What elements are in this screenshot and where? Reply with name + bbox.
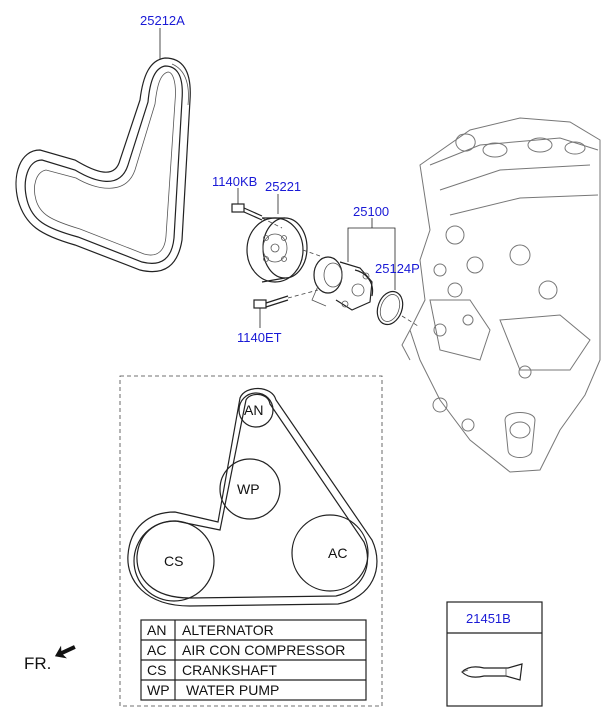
water-pump-drawing[interactable] — [311, 256, 374, 311]
bolt-upper-drawing[interactable] — [231, 203, 263, 221]
crankshaft-pulley[interactable]: CS — [133, 520, 215, 602]
legend-name: CRANKSHAFT — [182, 662, 277, 678]
ac-compressor-pulley[interactable]: AC — [291, 514, 369, 592]
alternator-pulley-label: AN — [244, 402, 263, 418]
belt-layout-box — [119, 375, 383, 707]
belt-part-number[interactable]: 25212A — [140, 13, 185, 28]
water-pump-pulley[interactable]: WP — [219, 458, 281, 520]
engine-block-drawing — [401, 117, 601, 473]
bolt-lower-dash — [287, 289, 319, 299]
front-direction-label: FR. — [24, 654, 51, 673]
front-direction-indicator: FR. — [24, 645, 76, 673]
pulley-drawing[interactable] — [246, 217, 308, 283]
bolt-upper-part-number[interactable]: 1140KB — [212, 174, 257, 189]
gasket-drawing[interactable] — [373, 288, 407, 328]
bolt-lower-drawing[interactable] — [253, 295, 289, 309]
pulley-part-number[interactable]: 25221 — [265, 179, 301, 194]
legend-code: WP — [147, 682, 170, 698]
gasket-part-number[interactable]: 25124P — [375, 261, 420, 276]
legend-name: WATER PUMP — [186, 682, 279, 698]
legend-code: CS — [147, 662, 166, 678]
drive-belt-drawing[interactable] — [15, 57, 191, 273]
alternator-pulley[interactable]: AN — [238, 392, 274, 428]
legend-name: AIR CON COMPRESSOR — [182, 642, 345, 658]
crankshaft-pulley-label: CS — [164, 553, 183, 569]
sealant-part-box[interactable]: 21451B — [446, 601, 543, 707]
water-pump-bracket — [347, 227, 396, 232]
water-pump-pulley-label: WP — [237, 481, 260, 497]
sealant-tube-icon — [461, 663, 523, 681]
legend-name: ALTERNATOR — [182, 622, 274, 638]
sealant-part-number[interactable]: 21451B — [466, 611, 511, 626]
gasket-dash — [401, 315, 419, 327]
front-arrow-icon — [54, 645, 76, 659]
belt-routing — [127, 387, 378, 607]
ac-compressor-pulley-label: AC — [328, 545, 347, 561]
pulley-legend-table: AN ALTERNATOR AC AIR CON COMPRESSOR CS C… — [140, 619, 367, 701]
pulley-dash — [302, 249, 321, 257]
water-pump-part-number[interactable]: 25100 — [353, 204, 389, 219]
legend-code: AN — [147, 622, 166, 638]
legend-code: AC — [147, 642, 166, 658]
bolt-lower-part-number[interactable]: 1140ET — [237, 330, 282, 345]
